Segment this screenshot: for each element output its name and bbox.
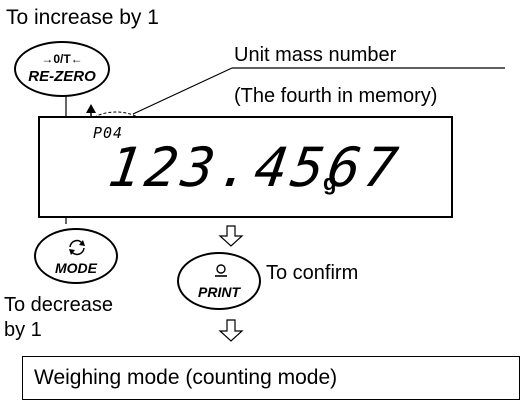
increase-label: To increase by 1 [6, 6, 159, 29]
unit-mass-number-label: Unit mass number [234, 44, 397, 66]
memory-position-label: (The fourth in memory) [234, 85, 438, 107]
decrease-label-line1: To decrease [4, 294, 113, 316]
display-unit: g [323, 170, 337, 195]
confirm-label: To confirm [266, 262, 359, 284]
rezero-top-label: →0/T← [41, 52, 83, 66]
lcd-display [38, 116, 453, 218]
cycle-icon [69, 239, 85, 256]
memory-code: P04 [93, 124, 124, 142]
mode-button[interactable]: MODE [34, 228, 118, 284]
print-button[interactable]: PRINT [177, 252, 261, 310]
rezero-label: RE-ZERO [28, 68, 96, 85]
display-value: 123.4567 [104, 136, 406, 199]
mode-label: MODE [55, 260, 97, 276]
decrease-label-line2: by 1 [4, 319, 42, 341]
rezero-button[interactable]: →0/T← RE-ZERO [14, 41, 110, 97]
print-label: PRINT [198, 284, 240, 300]
result-label: Weighing mode (counting mode) [34, 366, 338, 389]
print-icon [215, 264, 227, 277]
